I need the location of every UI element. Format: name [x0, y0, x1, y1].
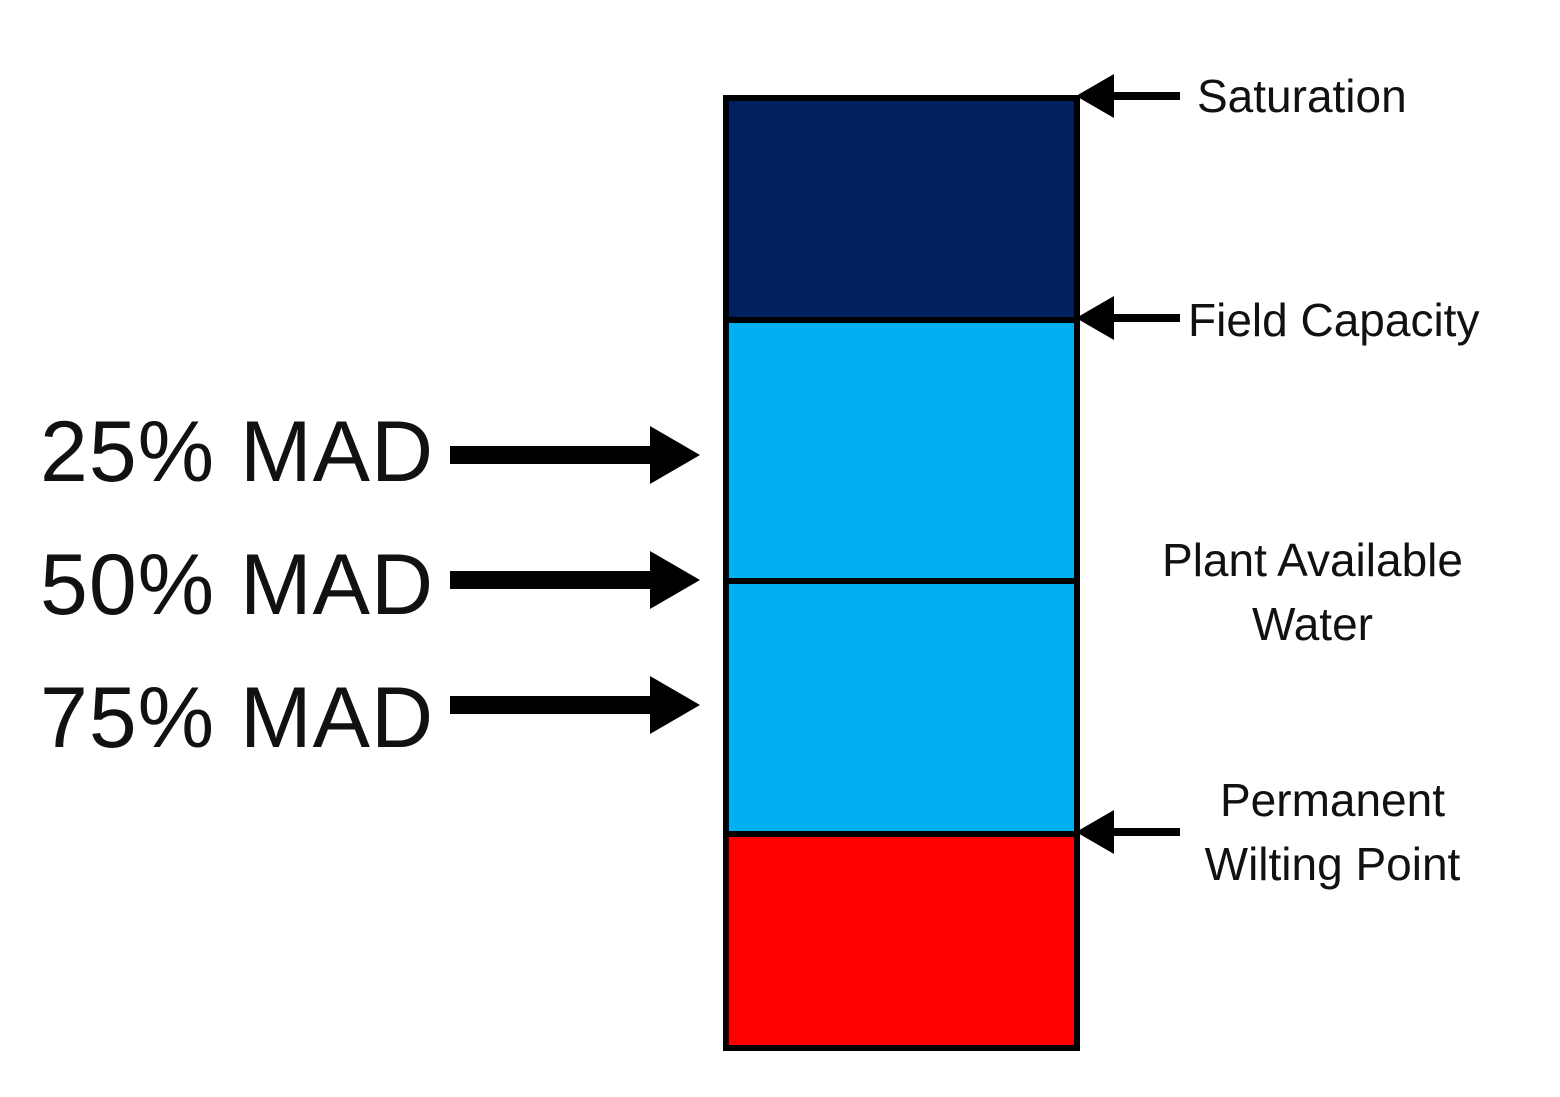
arrow-head: [650, 426, 700, 484]
arrow-shaft: [450, 446, 654, 464]
wilting-point-arrow-left-icon: [1076, 810, 1180, 854]
label-saturation: Saturation: [1197, 70, 1407, 122]
label-line: Water: [1252, 598, 1373, 650]
arrow-shaft: [450, 696, 654, 714]
label-plant-available-water: Plant Available Water: [1140, 528, 1485, 656]
segment-saturation-zone: [729, 101, 1074, 317]
arrow-shaft: [1106, 314, 1180, 322]
mad-50-arrow-right-icon: [450, 551, 700, 609]
segment-plant-available-upper: [729, 317, 1074, 578]
mad-75-arrow-right-icon: [450, 676, 700, 734]
arrow-head: [650, 551, 700, 609]
label-line: Permanent: [1219, 774, 1445, 826]
arrow-shaft: [1106, 828, 1180, 836]
label-line: Plant Available: [1162, 534, 1463, 586]
arrow-shaft: [450, 571, 654, 589]
label-50-mad: 50% MAD: [40, 537, 435, 633]
saturation-arrow-left-icon: [1076, 74, 1180, 118]
label-line: Wilting Point: [1204, 838, 1461, 890]
field-capacity-arrow-left-icon: [1076, 296, 1180, 340]
label-field-capacity: Field Capacity: [1188, 294, 1480, 346]
arrow-shaft: [1106, 92, 1180, 100]
soil-water-column: [723, 95, 1080, 1051]
arrow-head: [650, 676, 700, 734]
label-25-mad: 25% MAD: [40, 404, 435, 500]
segment-unavailable-water: [729, 831, 1074, 1045]
segment-plant-available-lower: [729, 578, 1074, 831]
mad-25-arrow-right-icon: [450, 426, 700, 484]
label-75-mad: 75% MAD: [40, 670, 435, 766]
label-permanent-wilting-point: Permanent Wilting Point: [1160, 768, 1505, 896]
